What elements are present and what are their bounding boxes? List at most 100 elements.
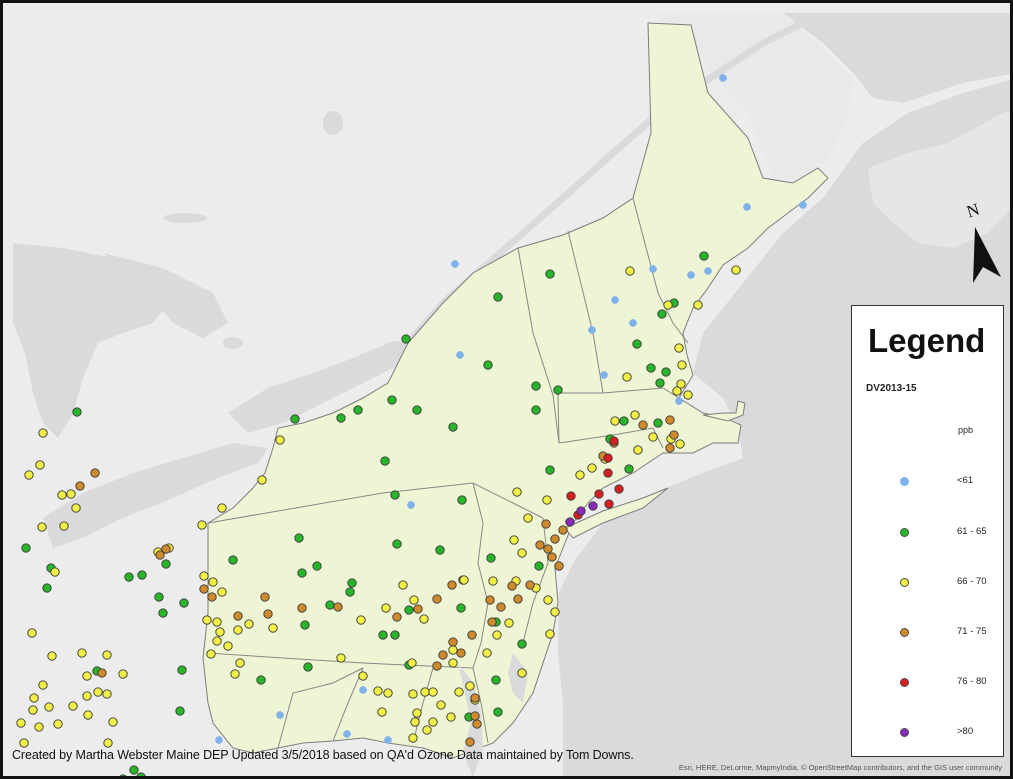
- monitor-site-marker[interactable]: [545, 629, 555, 639]
- monitor-site-marker[interactable]: [655, 378, 665, 388]
- monitor-site-marker[interactable]: [611, 296, 619, 304]
- monitor-site-marker[interactable]: [558, 525, 568, 535]
- monitor-site-marker[interactable]: [646, 363, 656, 373]
- monitor-site-marker[interactable]: [392, 612, 402, 622]
- monitor-site-marker[interactable]: [657, 309, 667, 319]
- monitor-site-marker[interactable]: [609, 436, 619, 446]
- monitor-site-marker[interactable]: [517, 639, 527, 649]
- monitor-site-marker[interactable]: [576, 506, 586, 516]
- monitor-site-marker[interactable]: [614, 484, 624, 494]
- monitor-site-marker[interactable]: [268, 623, 278, 633]
- monitor-site-marker[interactable]: [392, 539, 402, 549]
- monitor-site-marker[interactable]: [90, 468, 100, 478]
- monitor-site-marker[interactable]: [550, 534, 560, 544]
- monitor-site-marker[interactable]: [413, 604, 423, 614]
- monitor-site-marker[interactable]: [35, 460, 45, 470]
- monitor-site-marker[interactable]: [594, 489, 604, 499]
- monitor-site-marker[interactable]: [21, 543, 31, 553]
- monitor-site-marker[interactable]: [161, 544, 171, 554]
- monitor-site-marker[interactable]: [359, 686, 367, 694]
- monitor-site-marker[interactable]: [699, 251, 709, 261]
- monitor-site-marker[interactable]: [619, 416, 629, 426]
- monitor-site-marker[interactable]: [665, 415, 675, 425]
- monitor-site-marker[interactable]: [553, 385, 563, 395]
- monitor-site-marker[interactable]: [663, 300, 673, 310]
- monitor-site-marker[interactable]: [83, 710, 93, 720]
- monitor-site-marker[interactable]: [155, 550, 165, 560]
- monitor-site-marker[interactable]: [16, 718, 26, 728]
- monitor-site-marker[interactable]: [512, 487, 522, 497]
- monitor-site-marker[interactable]: [575, 470, 585, 480]
- monitor-site-marker[interactable]: [154, 592, 164, 602]
- monitor-site-marker[interactable]: [587, 463, 597, 473]
- monitor-site-marker[interactable]: [448, 645, 458, 655]
- monitor-site-marker[interactable]: [223, 641, 233, 651]
- monitor-site-marker[interactable]: [407, 658, 417, 668]
- monitor-site-marker[interactable]: [483, 360, 493, 370]
- monitor-site-marker[interactable]: [665, 443, 675, 453]
- monitor-site-marker[interactable]: [353, 405, 363, 415]
- monitor-site-marker[interactable]: [378, 630, 388, 640]
- monitor-site-marker[interactable]: [72, 407, 82, 417]
- monitor-site-marker[interactable]: [233, 625, 243, 635]
- monitor-site-marker[interactable]: [428, 687, 438, 697]
- monitor-site-marker[interactable]: [408, 733, 418, 743]
- monitor-site-marker[interactable]: [380, 456, 390, 466]
- monitor-site-marker[interactable]: [693, 300, 703, 310]
- monitor-site-marker[interactable]: [401, 334, 411, 344]
- monitor-site-marker[interactable]: [102, 650, 112, 660]
- monitor-site-marker[interactable]: [343, 730, 351, 738]
- monitor-site-marker[interactable]: [535, 540, 545, 550]
- monitor-site-marker[interactable]: [197, 520, 207, 530]
- monitor-site-marker[interactable]: [653, 418, 663, 428]
- monitor-site-marker[interactable]: [412, 405, 422, 415]
- monitor-site-marker[interactable]: [66, 489, 76, 499]
- monitor-site-marker[interactable]: [381, 603, 391, 613]
- monitor-site-marker[interactable]: [456, 351, 464, 359]
- monitor-site-marker[interactable]: [513, 594, 523, 604]
- monitor-site-marker[interactable]: [419, 614, 429, 624]
- monitor-site-marker[interactable]: [446, 712, 456, 722]
- monitor-site-marker[interactable]: [550, 607, 560, 617]
- monitor-site-marker[interactable]: [604, 499, 614, 509]
- monitor-site-marker[interactable]: [459, 575, 469, 585]
- monitor-site-marker[interactable]: [625, 266, 635, 276]
- monitor-site-marker[interactable]: [531, 381, 541, 391]
- monitor-site-marker[interactable]: [629, 319, 637, 327]
- monitor-site-marker[interactable]: [215, 627, 225, 637]
- monitor-site-marker[interactable]: [743, 203, 751, 211]
- monitor-site-marker[interactable]: [457, 495, 467, 505]
- monitor-site-marker[interactable]: [448, 658, 458, 668]
- monitor-site-marker[interactable]: [297, 603, 307, 613]
- monitor-site-marker[interactable]: [384, 736, 392, 744]
- monitor-site-marker[interactable]: [509, 535, 519, 545]
- monitor-site-marker[interactable]: [412, 708, 422, 718]
- monitor-site-marker[interactable]: [257, 475, 267, 485]
- monitor-site-marker[interactable]: [493, 292, 503, 302]
- monitor-site-marker[interactable]: [175, 706, 185, 716]
- monitor-site-marker[interactable]: [244, 619, 254, 629]
- monitor-site-marker[interactable]: [566, 491, 576, 501]
- monitor-site-marker[interactable]: [263, 609, 273, 619]
- monitor-site-marker[interactable]: [456, 648, 466, 658]
- monitor-site-marker[interactable]: [38, 428, 48, 438]
- monitor-site-marker[interactable]: [82, 691, 92, 701]
- monitor-site-marker[interactable]: [383, 688, 393, 698]
- monitor-site-marker[interactable]: [199, 584, 209, 594]
- monitor-site-marker[interactable]: [675, 397, 683, 405]
- monitor-site-marker[interactable]: [630, 410, 640, 420]
- monitor-site-marker[interactable]: [648, 432, 658, 442]
- monitor-site-marker[interactable]: [118, 669, 128, 679]
- monitor-site-marker[interactable]: [632, 339, 642, 349]
- monitor-site-marker[interactable]: [137, 570, 147, 580]
- monitor-site-marker[interactable]: [215, 736, 223, 744]
- monitor-site-marker[interactable]: [228, 555, 238, 565]
- monitor-site-marker[interactable]: [675, 439, 685, 449]
- monitor-site-marker[interactable]: [294, 533, 304, 543]
- monitor-site-marker[interactable]: [42, 583, 52, 593]
- monitor-site-marker[interactable]: [487, 617, 497, 627]
- monitor-site-marker[interactable]: [82, 671, 92, 681]
- monitor-site-marker[interactable]: [435, 545, 445, 555]
- monitor-site-marker[interactable]: [233, 611, 243, 621]
- monitor-site-marker[interactable]: [77, 648, 87, 658]
